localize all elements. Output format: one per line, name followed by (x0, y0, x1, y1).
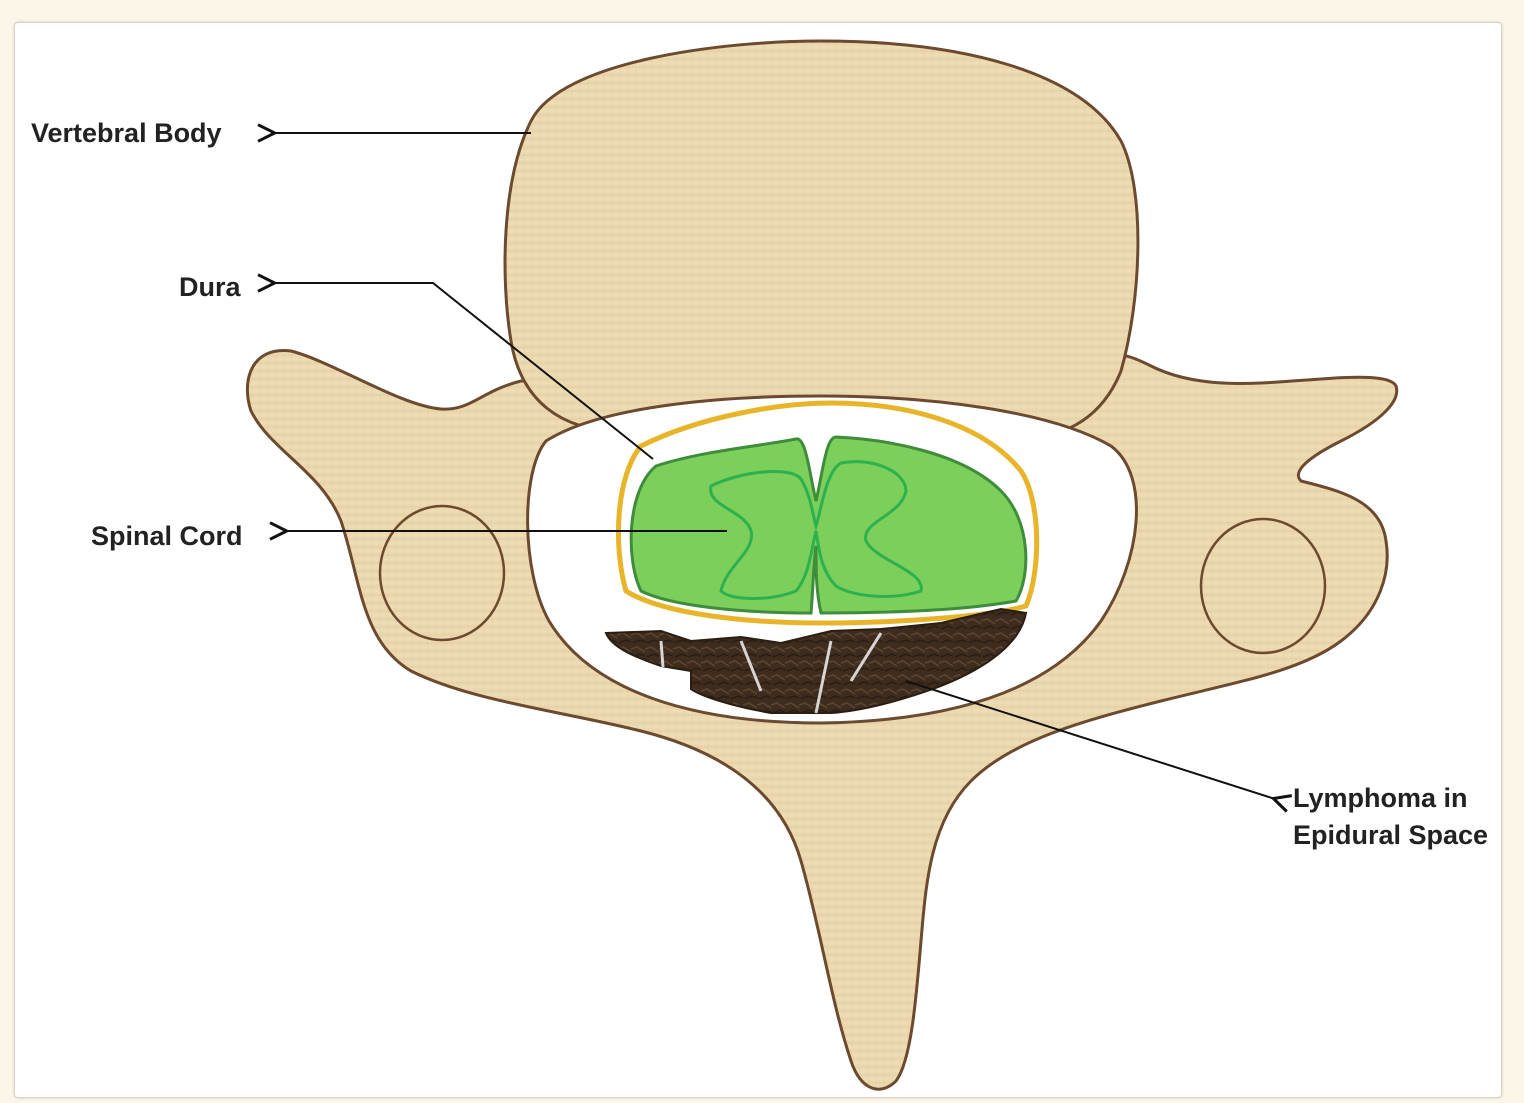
right-foramen (1199, 517, 1327, 655)
gray-matter (709, 460, 923, 600)
label-lymphoma-line1: Lymphoma in (1293, 783, 1468, 813)
lymphoma-leader (905, 680, 1275, 799)
label-vertebral-body: Vertebral Body (31, 118, 222, 148)
lymphoma-lobe-lines (659, 632, 883, 714)
spinal-cord (629, 435, 1028, 615)
label-dura: Dura (179, 272, 241, 302)
lymphoma-mass (604, 607, 1028, 714)
diagram-frame: Vertebral Body Dura Spinal Cord Lymphoma… (14, 22, 1502, 1098)
label-lymphoma-line2: Epidural Space (1293, 820, 1488, 850)
label-spinal-cord: Spinal Cord (91, 521, 243, 551)
left-foramen (378, 504, 506, 642)
spine-cross-section-diagram: Vertebral Body Dura Spinal Cord Lymphoma… (31, 39, 1488, 1091)
dura (615, 400, 1040, 626)
vertebral-body (503, 39, 1140, 443)
dura-leader (273, 283, 654, 460)
